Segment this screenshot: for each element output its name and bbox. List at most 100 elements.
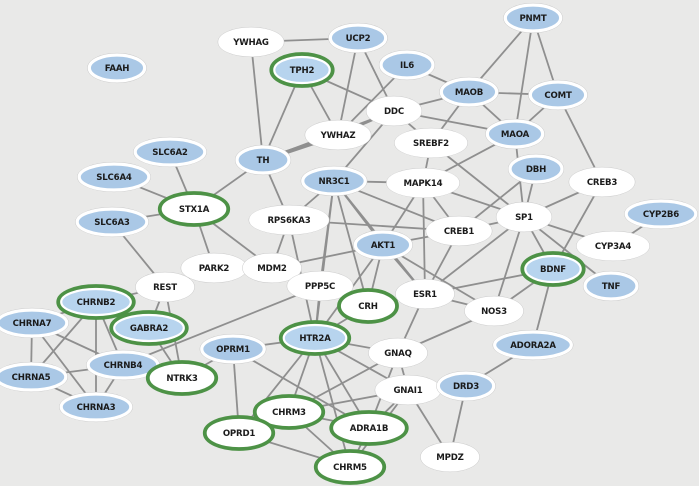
node-ellipse-MAPK14[interactable] bbox=[386, 168, 460, 198]
node-YWHAZ[interactable]: YWHAZ bbox=[304, 119, 372, 151]
node-RPS6KA3[interactable]: RPS6KA3 bbox=[248, 204, 330, 236]
node-ellipse-UCP2[interactable] bbox=[328, 23, 388, 53]
node-IL6[interactable]: IL6 bbox=[378, 49, 436, 81]
node-ellipse-CHRNA3[interactable] bbox=[59, 392, 133, 422]
node-ellipse-BDNF[interactable] bbox=[524, 254, 582, 284]
node-ADRA1B[interactable]: ADRA1B bbox=[329, 410, 409, 446]
node-ESR1[interactable]: ESR1 bbox=[395, 278, 455, 310]
node-ADORA2A[interactable]: ADORA2A bbox=[492, 329, 574, 361]
node-ellipse-GNAQ[interactable] bbox=[368, 338, 428, 368]
node-SLC6A2[interactable]: SLC6A2 bbox=[133, 136, 207, 168]
node-CREB1[interactable]: CREB1 bbox=[425, 215, 493, 247]
node-MAPK14[interactable]: MAPK14 bbox=[386, 167, 460, 199]
node-ellipse-ADRA1B[interactable] bbox=[333, 413, 405, 443]
node-UCP2[interactable]: UCP2 bbox=[328, 22, 388, 54]
node-ellipse-YWHAG[interactable] bbox=[218, 27, 284, 57]
node-COMT[interactable]: COMT bbox=[528, 79, 588, 111]
node-AKT1[interactable]: AKT1 bbox=[353, 229, 413, 261]
node-CRH[interactable]: CRH bbox=[337, 288, 399, 324]
node-CYP3A4[interactable]: CYP3A4 bbox=[576, 230, 650, 262]
node-NOS3[interactable]: NOS3 bbox=[464, 295, 524, 327]
node-ellipse-CYP2B6[interactable] bbox=[624, 199, 698, 229]
node-BDNF[interactable]: BDNF bbox=[520, 251, 586, 287]
node-ellipse-RPS6KA3[interactable] bbox=[249, 205, 329, 235]
node-ellipse-COMT[interactable] bbox=[528, 80, 588, 110]
node-OPRD1[interactable]: OPRD1 bbox=[202, 415, 276, 451]
node-ellipse-MAOA[interactable] bbox=[485, 119, 545, 149]
node-DBH[interactable]: DBH bbox=[507, 153, 565, 185]
node-CHRNB2[interactable]: CHRNB2 bbox=[56, 284, 136, 320]
node-DDC[interactable]: DDC bbox=[365, 95, 423, 127]
node-SREBF2[interactable]: SREBF2 bbox=[394, 127, 468, 159]
node-GNAQ[interactable]: GNAQ bbox=[368, 337, 428, 369]
node-CHRNA7[interactable]: CHRNA7 bbox=[0, 307, 69, 339]
node-DRD3[interactable]: DRD3 bbox=[436, 370, 496, 402]
node-TH[interactable]: TH bbox=[234, 144, 292, 176]
node-PARK2[interactable]: PARK2 bbox=[180, 252, 248, 284]
node-ellipse-YWHAZ[interactable] bbox=[305, 120, 371, 150]
node-ellipse-CYP3A4[interactable] bbox=[576, 231, 650, 261]
node-ellipse-CREB1[interactable] bbox=[426, 216, 492, 246]
node-ellipse-CHRM5[interactable] bbox=[317, 452, 383, 482]
node-ellipse-SP1[interactable] bbox=[496, 202, 552, 232]
node-ellipse-MPDZ[interactable] bbox=[420, 442, 480, 472]
node-ellipse-OPRM1[interactable] bbox=[200, 334, 266, 364]
node-ellipse-DBH[interactable] bbox=[508, 154, 564, 184]
node-SP1[interactable]: SP1 bbox=[495, 201, 553, 233]
node-ellipse-CHRNB2[interactable] bbox=[60, 287, 132, 317]
node-PNMT[interactable]: PNMT bbox=[503, 2, 563, 34]
node-ellipse-HTR2A[interactable] bbox=[282, 323, 348, 353]
node-CREB3[interactable]: CREB3 bbox=[568, 166, 636, 198]
node-TPH2[interactable]: TPH2 bbox=[269, 52, 335, 88]
node-GNAI1[interactable]: GNAI1 bbox=[374, 374, 442, 406]
node-ellipse-SLC6A4[interactable] bbox=[77, 162, 151, 192]
node-ellipse-CRH[interactable] bbox=[340, 291, 396, 321]
node-OPRM1[interactable]: OPRM1 bbox=[199, 333, 267, 365]
node-ellipse-ADORA2A[interactable] bbox=[493, 330, 573, 360]
node-ellipse-SLC6A2[interactable] bbox=[133, 137, 207, 167]
node-ellipse-GABRA2[interactable] bbox=[113, 313, 185, 343]
node-CYP2B6[interactable]: CYP2B6 bbox=[624, 198, 698, 230]
node-HTR2A[interactable]: HTR2A bbox=[278, 320, 352, 356]
node-ellipse-SREBF2[interactable] bbox=[394, 128, 468, 158]
node-ellipse-REST[interactable] bbox=[135, 272, 195, 302]
node-YWHAG[interactable]: YWHAG bbox=[217, 26, 285, 58]
node-MAOA[interactable]: MAOA bbox=[485, 118, 545, 150]
node-MPDZ[interactable]: MPDZ bbox=[420, 441, 480, 473]
node-ellipse-MAOB[interactable] bbox=[439, 77, 499, 107]
node-ellipse-CHRNA5[interactable] bbox=[0, 362, 68, 392]
node-ellipse-OPRD1[interactable] bbox=[206, 418, 272, 448]
node-ellipse-CHRNA7[interactable] bbox=[0, 308, 69, 338]
node-ellipse-TNF[interactable] bbox=[583, 271, 639, 301]
node-ellipse-MDM2[interactable] bbox=[242, 253, 302, 283]
node-ellipse-DRD3[interactable] bbox=[436, 371, 496, 401]
node-ellipse-CREB3[interactable] bbox=[569, 167, 635, 197]
node-ellipse-NOS3[interactable] bbox=[464, 296, 524, 326]
node-ellipse-STX1A[interactable] bbox=[161, 194, 227, 224]
node-ellipse-SLC6A3[interactable] bbox=[75, 207, 149, 237]
node-GABRA2[interactable]: GABRA2 bbox=[109, 310, 189, 346]
node-TNF[interactable]: TNF bbox=[582, 270, 640, 302]
node-ellipse-AKT1[interactable] bbox=[353, 230, 413, 260]
node-ellipse-IL6[interactable] bbox=[379, 50, 435, 80]
node-FAAH[interactable]: FAAH bbox=[87, 52, 147, 84]
node-ellipse-PPP5C[interactable] bbox=[287, 271, 353, 301]
node-ellipse-DDC[interactable] bbox=[366, 96, 422, 126]
node-STX1A[interactable]: STX1A bbox=[157, 191, 231, 227]
node-NTRK3[interactable]: NTRK3 bbox=[145, 360, 219, 396]
node-ellipse-ESR1[interactable] bbox=[395, 279, 455, 309]
node-REST[interactable]: REST bbox=[135, 271, 195, 303]
node-ellipse-NTRK3[interactable] bbox=[149, 363, 215, 393]
node-NR3C1[interactable]: NR3C1 bbox=[300, 165, 368, 197]
node-ellipse-TPH2[interactable] bbox=[273, 55, 331, 85]
node-CHRM5[interactable]: CHRM5 bbox=[313, 449, 387, 485]
node-SLC6A3[interactable]: SLC6A3 bbox=[75, 206, 149, 238]
node-ellipse-PARK2[interactable] bbox=[181, 253, 247, 283]
node-SLC6A4[interactable]: SLC6A4 bbox=[77, 161, 151, 193]
node-ellipse-PNMT[interactable] bbox=[503, 3, 563, 33]
node-CHRNA5[interactable]: CHRNA5 bbox=[0, 361, 68, 393]
node-ellipse-TH[interactable] bbox=[235, 145, 291, 175]
node-CHRNA3[interactable]: CHRNA3 bbox=[59, 391, 133, 423]
node-ellipse-CHRM3[interactable] bbox=[256, 397, 322, 427]
node-ellipse-GNAI1[interactable] bbox=[375, 375, 441, 405]
